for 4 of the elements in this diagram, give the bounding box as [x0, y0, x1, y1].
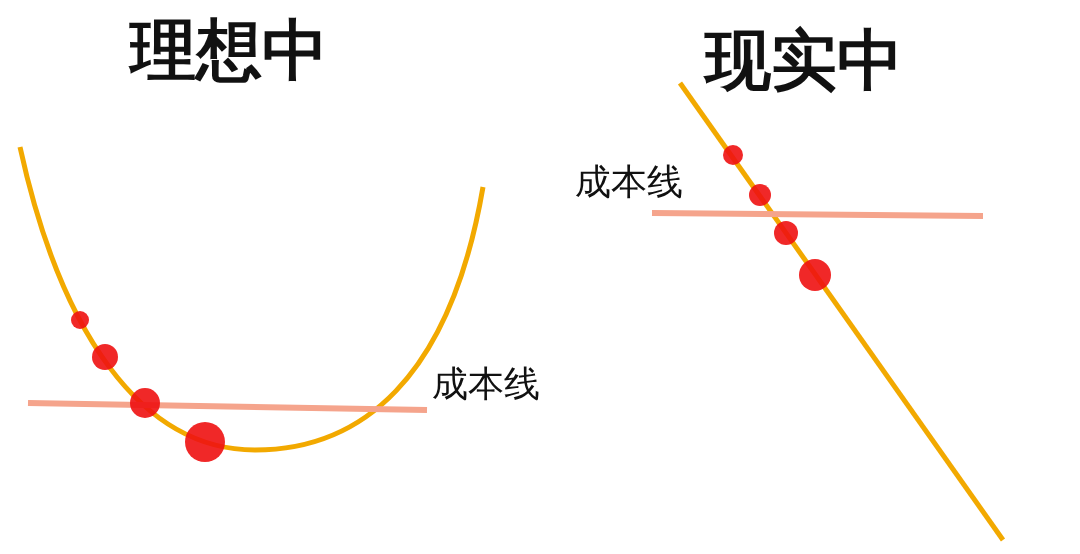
panel-heading: 现实中: [705, 28, 903, 94]
cost-line-label: 成本线: [575, 164, 683, 200]
panel-heading: 理想中: [130, 18, 328, 84]
cost-line-label: 成本线: [432, 366, 540, 402]
